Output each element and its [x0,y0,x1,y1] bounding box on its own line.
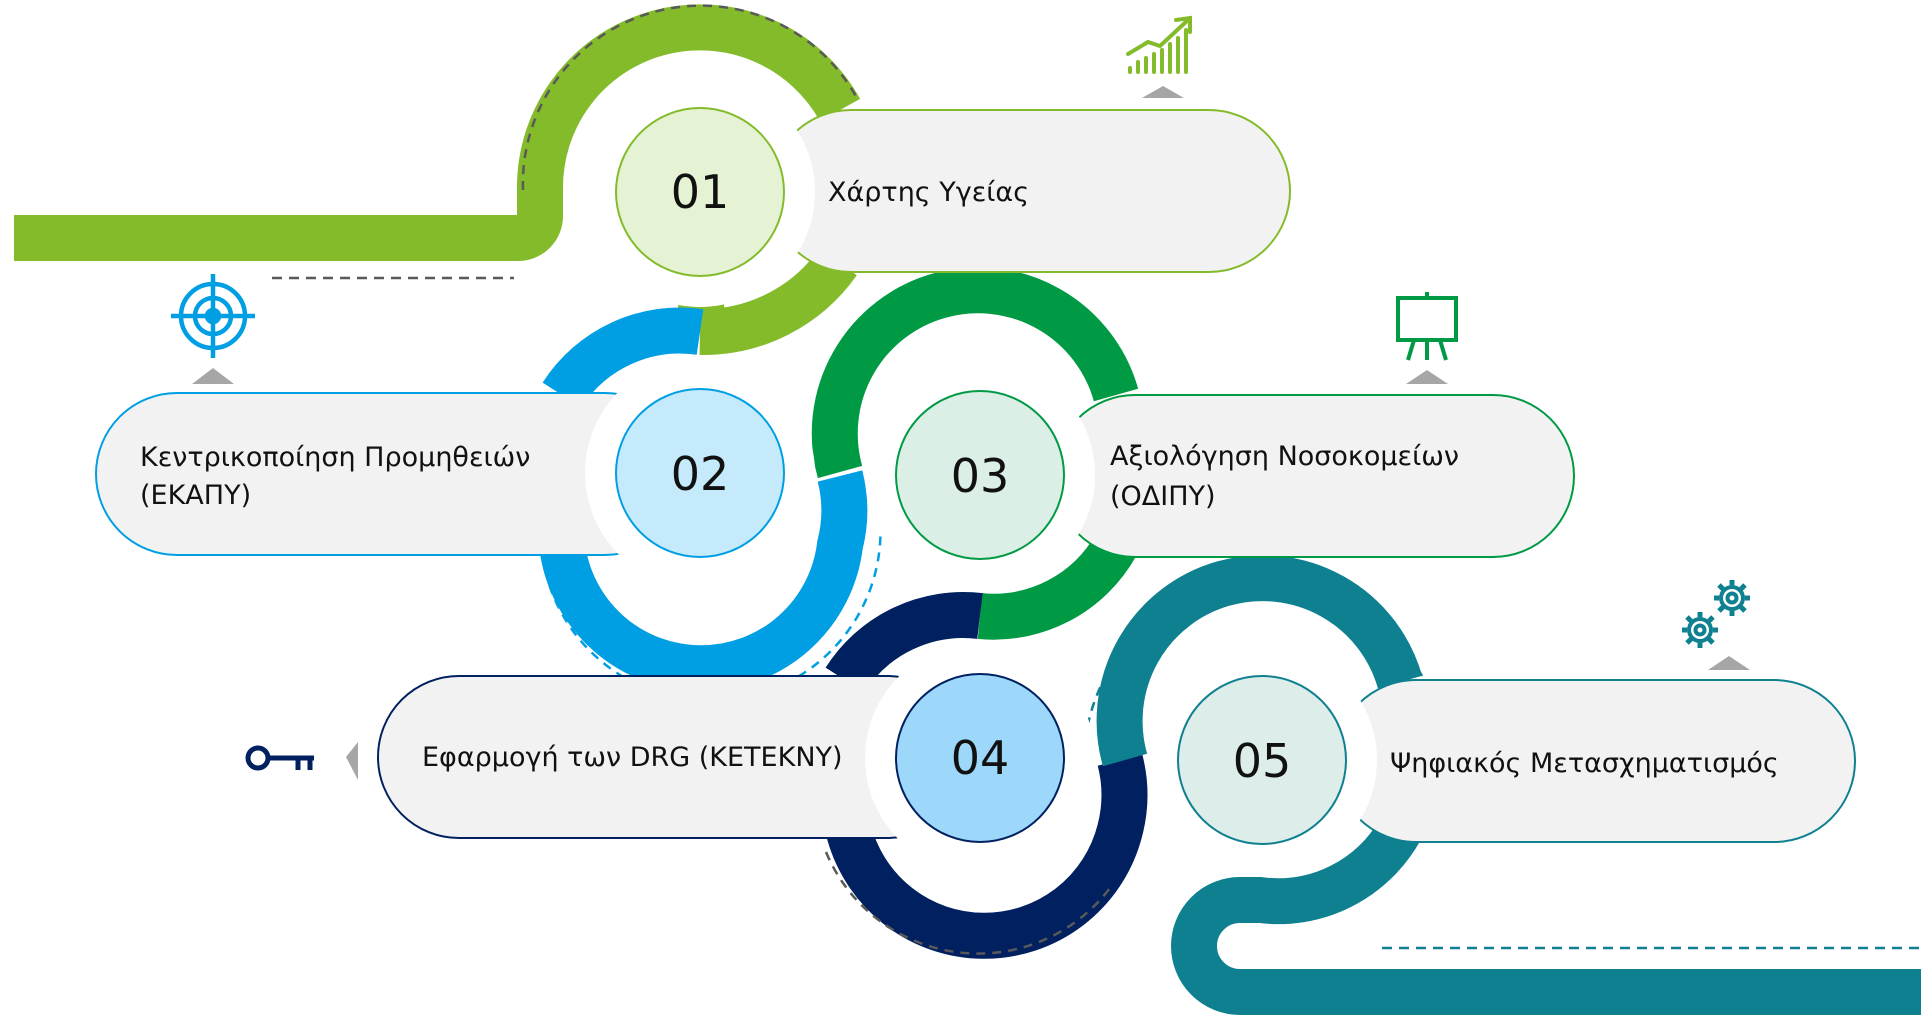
step-4-node: 04 [865,643,1095,873]
growth-chart-icon [1126,15,1192,74]
step-1-pointer [1142,86,1184,98]
step-2-label-line-2: (ΕΚΑΠΥ) [140,480,251,511]
step-4-number: 04 [951,731,1010,785]
step-2-label-line-1: Κεντρικοποίηση Προμηθειών [140,442,530,473]
step-1-label: Χάρτης Υγείας [828,177,1029,208]
step-3-label-line-2: (ΟΔΙΠΥ) [1110,481,1216,512]
step-5-node: 05 [1147,645,1377,875]
step-5-arc [1096,555,1921,1015]
step-5-pointer [1708,656,1750,670]
gears-icon [1682,580,1750,648]
step-3-arc [811,267,1139,640]
step-4-pointer [346,742,358,780]
step-1-arc-lower [699,248,857,356]
step-2-pointer [192,368,234,384]
step-4-label: Εφαρμογή των DRG (ΚΕΤΕΚΝΥ) [422,742,843,773]
step-2-number: 02 [671,447,730,501]
step-1-dashed-arc [521,4,860,191]
step-5-number: 05 [1233,734,1292,788]
key-icon [245,745,314,771]
step-5-label: Ψηφιακός Μετασχηματισμός [1390,748,1779,779]
step-3-pointer [1406,370,1448,384]
step-5-dashed-arc [1082,580,1424,759]
step-3-number: 03 [951,449,1010,503]
presentation-board-icon [1396,292,1458,361]
step-2-node: 02 [585,358,815,588]
step-1-number: 01 [671,165,730,219]
step-2-dashed-arc [543,491,882,703]
step-4-arc [825,592,1148,959]
step-4-dashed-arc [824,851,1111,955]
step-2-arc [539,307,868,692]
target-icon [171,274,255,358]
step-1-node: 01 [585,77,815,307]
step-3-node: 03 [865,360,1095,590]
step-3-label-line-1: Αξιολόγηση Νοσοκομείων [1110,441,1459,472]
step-3-pill [1053,394,1575,558]
